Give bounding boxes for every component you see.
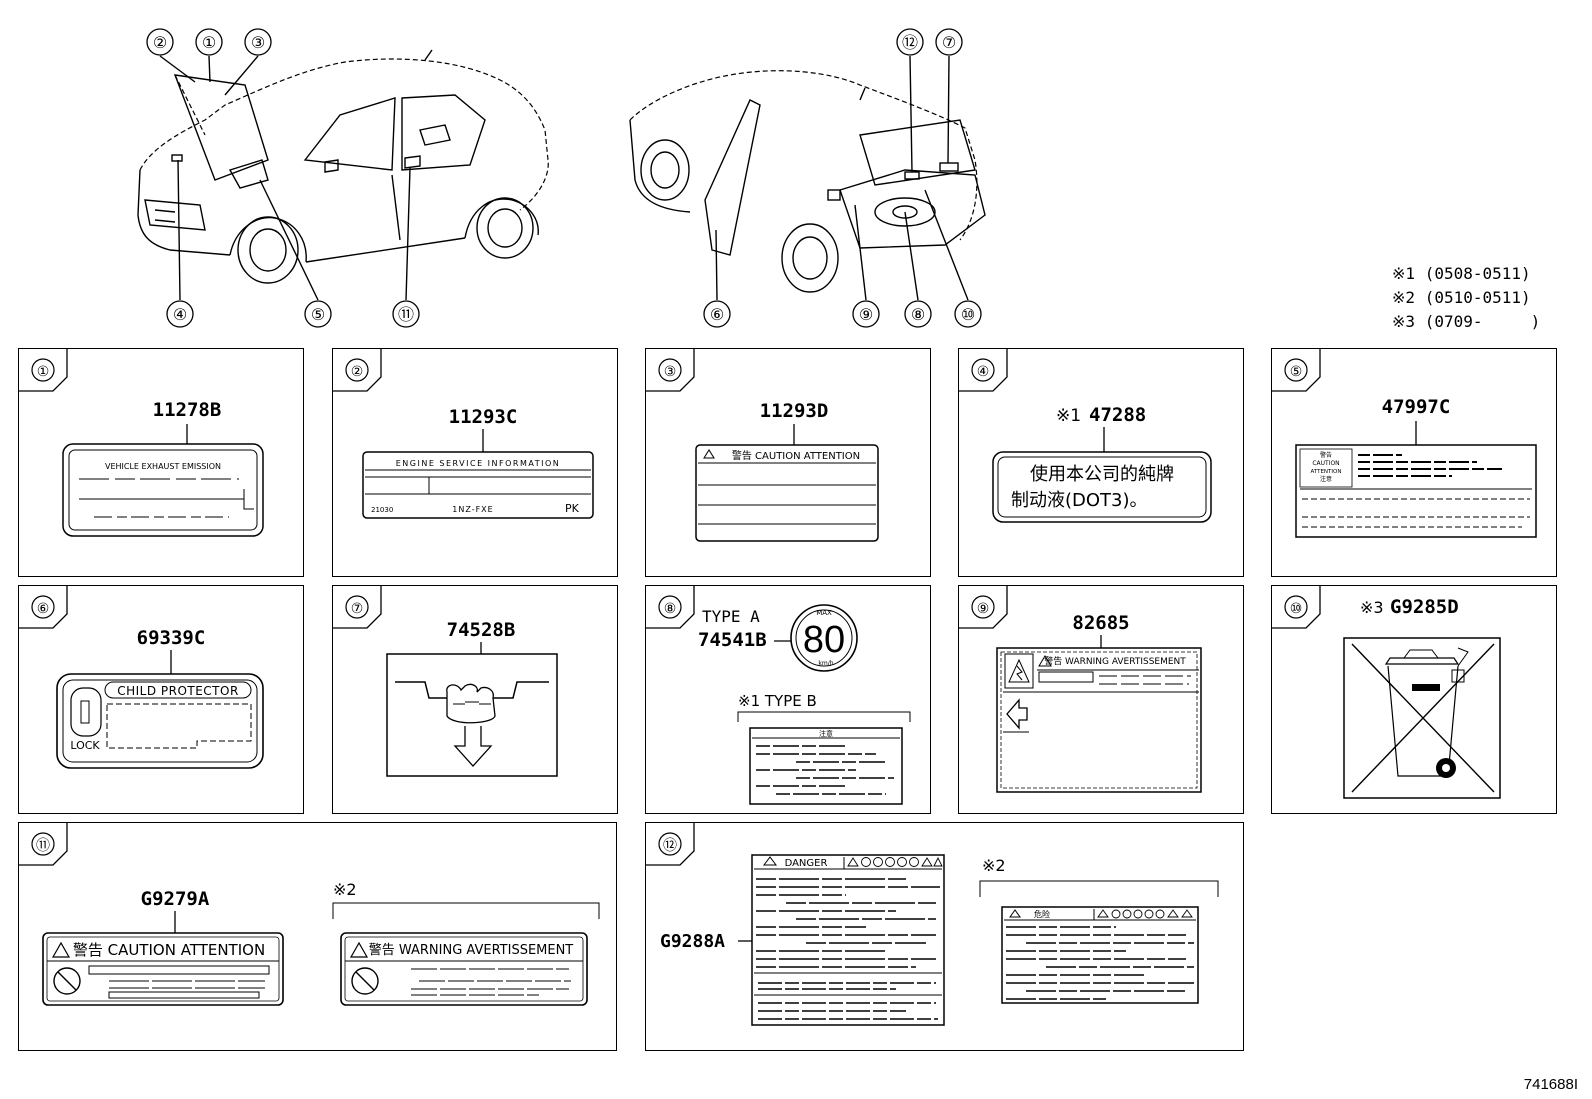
- panel-3: ③ 11293D 警告 CAUTION ATTENTION: [645, 348, 931, 577]
- panel-11: ⑪ G9279A 警告 CAUTION ATTENTION ※2 警告 WARN…: [18, 822, 617, 1051]
- panel-5: ⑤ 47997C 警告 CAUTION ATTENTION 注意: [1271, 348, 1557, 577]
- panel-11-variant-label-text: 警告 WARNING AVERTISSEMENT: [369, 942, 574, 958]
- callout-6: ⑥: [710, 305, 724, 324]
- callout-11: ⑪: [398, 305, 414, 324]
- diagram-code: 741688I: [1523, 1076, 1578, 1093]
- panel-11-drawing: ⑪ G9279A 警告 CAUTION ATTENTION ※2 警告 WARN…: [19, 823, 600, 1006]
- callout-2: ②: [153, 33, 167, 52]
- panel-8-speed: 80: [803, 619, 845, 661]
- panel-10-note: ※3: [1360, 598, 1384, 617]
- panel-3-label-text: 警告 CAUTION ATTENTION: [732, 449, 860, 462]
- panel-6-lock-text: LOCK: [70, 739, 100, 752]
- panel-12-variant-danger-text: 危险: [1034, 909, 1050, 919]
- panel-4-drawing: ④ ※1 47288 使用本公司的純牌 制动液(DOT3)。: [959, 349, 1212, 523]
- panel-7-part-number: 74528B: [447, 619, 516, 641]
- front-car-drawing: [137, 49, 549, 301]
- panel-12-number: ⑫: [663, 838, 677, 854]
- panel-4-label-line-1: 使用本公司的純牌: [1030, 464, 1174, 485]
- applicability-notes: ※1 (0508-0511) ※2 (0510-0511) ※3 (0709- …: [1392, 262, 1540, 334]
- panel-6: ⑥ 69339C LOCK CHILD PROTECTOR: [18, 585, 304, 814]
- callout-4: ④: [173, 305, 187, 324]
- callout-8: ⑧: [911, 305, 925, 324]
- panel-5-head-4: 注意: [1320, 475, 1332, 483]
- panel-7: ⑦ 74528B: [332, 585, 618, 814]
- panel-10-part-number: G9285D: [1390, 596, 1459, 618]
- callout-12: ⑫: [902, 33, 918, 52]
- note-3: ※3 (0709- ): [1392, 312, 1541, 331]
- panel-2-engine: 1NZ-FXE: [452, 505, 493, 514]
- panel-5-head-3: ATTENTION: [1311, 469, 1342, 475]
- rear-car-drawing: [629, 55, 986, 301]
- panel-1-label-text: VEHICLE EXHAUST EMISSION: [105, 462, 221, 471]
- panel-5-drawing: ⑤ 47997C 警告 CAUTION ATTENTION 注意: [1272, 349, 1537, 538]
- panel-3-drawing: ③ 11293D 警告 CAUTION ATTENTION: [646, 349, 879, 542]
- panel-10-drawing: ⑩ ※3 G9285D: [1272, 586, 1501, 799]
- callout-9: ⑨: [859, 305, 873, 324]
- panel-4: ④ ※1 47288 使用本公司的純牌 制动液(DOT3)。: [958, 348, 1244, 577]
- rear-callouts: ⑫ ⑦ ⑥ ⑨ ⑧ ⑩: [703, 28, 982, 328]
- panel-2-code: 21030: [371, 506, 393, 514]
- panel-12: ⑫ G9288A DANGER ※2 危险: [645, 822, 1244, 1051]
- panel-9-number: ⑨: [977, 601, 990, 617]
- panel-7-number: ⑦: [351, 601, 364, 617]
- panel-4-number: ④: [977, 364, 990, 380]
- panel-2-label-text: ENGINE SERVICE INFORMATION: [396, 459, 561, 468]
- panel-8-speed-unit: km/h: [818, 660, 833, 667]
- panel-2-drawing: ② 11293C ENGINE SERVICE INFORMATION 2103…: [333, 349, 594, 519]
- panel-11-variant-note: ※2: [333, 880, 357, 899]
- callout-3: ③: [251, 33, 265, 52]
- panel-12-part-number: G9288A: [660, 931, 725, 952]
- callout-5: ⑤: [311, 305, 325, 324]
- panel-9-label-text: 警告 WARNING AVERTISSEMENT: [1044, 655, 1186, 667]
- panel-8-type-a: TYPE A: [702, 607, 760, 626]
- panel-12-variant-note: ※2: [982, 856, 1006, 875]
- panel-8-speed-max: MAX: [816, 609, 832, 617]
- panel-7-drawing: ⑦ 74528B: [333, 586, 558, 777]
- panel-2-part-number: 11293C: [449, 406, 518, 428]
- panel-8-drawing: ⑧ TYPE A 74541B MAX 80 km/h ※1 TYPE B 注意: [646, 586, 911, 805]
- callout-7: ⑦: [942, 33, 956, 52]
- panel-8-type-b-head: 注意: [819, 729, 833, 738]
- panel-4-note: ※1: [1056, 406, 1081, 426]
- panel-4-label-line-2: 制动液(DOT3)。: [1011, 490, 1148, 511]
- front-callouts: ② ① ③ ④ ⑤ ⑪: [146, 28, 420, 328]
- panel-8: ⑧ TYPE A 74541B MAX 80 km/h ※1 TYPE B 注意: [645, 585, 931, 814]
- panel-1-part-number: 11278B: [153, 399, 222, 421]
- panel-11-label-text: 警告 CAUTION ATTENTION: [73, 941, 265, 959]
- panel-11-part-number: G9279A: [141, 888, 210, 910]
- panel-5-number: ⑤: [1290, 364, 1303, 380]
- panel-2-pk: PK: [565, 502, 580, 515]
- panel-5-part-number: 47997C: [1382, 396, 1451, 418]
- panel-10: ⑩ ※3 G9285D: [1271, 585, 1557, 814]
- note-1: ※1 (0508-0511): [1392, 264, 1531, 283]
- callout-1: ①: [202, 33, 216, 52]
- panel-3-part-number: 11293D: [760, 400, 829, 422]
- panel-6-part-number: 69339C: [137, 627, 206, 649]
- panel-5-head-2: CAUTION: [1312, 460, 1339, 467]
- panel-6-number: ⑥: [37, 601, 50, 617]
- panel-3-number: ③: [664, 364, 677, 380]
- panel-9: ⑨ 82685 警告 WARNING AVERTISSEMENT: [958, 585, 1244, 814]
- panel-11-number: ⑪: [36, 838, 50, 854]
- panel-1-drawing: ① 11278B VEHICLE EXHAUST EMISSION: [19, 349, 264, 537]
- panel-2-number: ②: [351, 364, 364, 380]
- panel-12-danger-text: DANGER: [785, 858, 828, 869]
- panel-8-number: ⑧: [664, 601, 677, 617]
- panel-4-part-number: 47288: [1089, 404, 1146, 426]
- panel-8-type-b: ※1 TYPE B: [738, 692, 817, 710]
- panel-10-number: ⑩: [1290, 601, 1303, 617]
- panel-9-part-number: 82685: [1072, 612, 1129, 634]
- panel-9-drawing: ⑨ 82685 警告 WARNING AVERTISSEMENT: [959, 586, 1202, 793]
- panel-1: ① 11278B VEHICLE EXHAUST EMISSION: [18, 348, 304, 577]
- panel-12-drawing: ⑫ G9288A DANGER ※2 危险: [646, 823, 1219, 1026]
- panel-1-number: ①: [37, 364, 50, 380]
- panel-6-label-text: CHILD PROTECTOR: [117, 684, 239, 698]
- panel-5-head-1: 警告: [1320, 451, 1332, 459]
- panel-2: ② 11293C ENGINE SERVICE INFORMATION 2103…: [332, 348, 618, 577]
- panel-8-part-number: 74541B: [698, 629, 767, 651]
- note-2: ※2 (0510-0511): [1392, 288, 1531, 307]
- vehicle-illustration: .ln{fill:none;stroke:#000;stroke-width:1…: [137, 28, 986, 328]
- callout-10: ⑩: [961, 305, 975, 324]
- panel-6-drawing: ⑥ 69339C LOCK CHILD PROTECTOR: [19, 586, 264, 769]
